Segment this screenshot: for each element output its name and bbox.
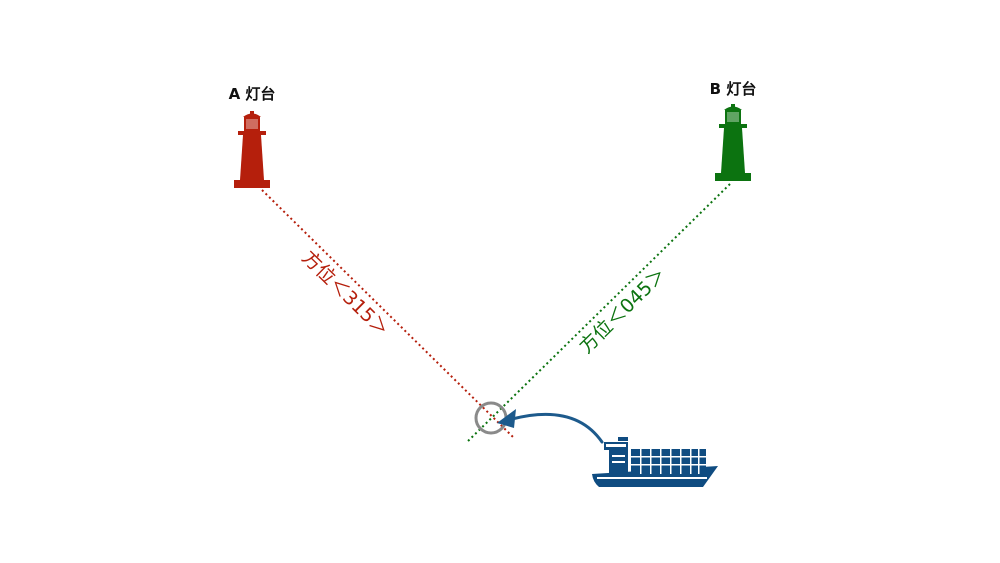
course-arrow-line — [510, 412, 604, 444]
lighthouse-a-label: A 灯台 — [229, 85, 276, 103]
lighthouse-b-icon — [715, 104, 751, 181]
bearing-label-b: 方位＜045＞ — [575, 264, 670, 358]
position-fix-circle — [474, 401, 508, 435]
bearing-line-b — [465, 183, 731, 444]
lighthouse-a-icon — [234, 111, 270, 188]
bearing-label-a: 方位＜315＞ — [297, 247, 392, 341]
container-ship-icon — [592, 437, 718, 487]
lighthouse-b-label: B 灯台 — [710, 80, 757, 98]
bearing-line-a — [261, 189, 514, 438]
arrow-head-icon — [497, 409, 516, 428]
